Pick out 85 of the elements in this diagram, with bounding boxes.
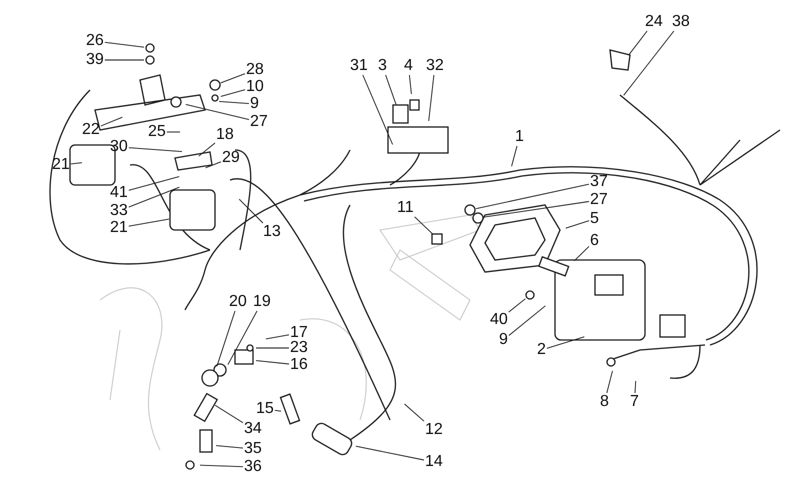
- callout-number: 41: [110, 185, 128, 201]
- leader-line: [256, 360, 290, 364]
- leader-line: [128, 186, 180, 208]
- callout-number: 8: [600, 394, 609, 410]
- leader-line: [220, 73, 246, 84]
- callout-number: 12: [425, 422, 443, 438]
- leader-line: [511, 146, 518, 167]
- callout-number: 17: [290, 325, 308, 341]
- callout-number: 5: [590, 211, 599, 227]
- leader-line: [414, 216, 434, 234]
- callout-number: 18: [216, 127, 234, 143]
- callout-number: 37: [590, 174, 608, 190]
- leader-line: [227, 310, 258, 366]
- leader-line: [220, 89, 246, 97]
- leader-line: [216, 445, 244, 449]
- callout-number: 19: [253, 294, 271, 310]
- leader-line: [238, 198, 264, 224]
- callout-number: 14: [425, 454, 443, 470]
- leader-line: [198, 142, 216, 157]
- callout-number: 24: [645, 14, 663, 30]
- callout-number: 15: [256, 401, 274, 417]
- callout-number: 3: [378, 58, 387, 74]
- leader-line: [508, 298, 526, 312]
- leader-line: [104, 42, 144, 48]
- callout-number: 25: [148, 124, 166, 140]
- leader-line: [628, 30, 648, 56]
- leader-line: [355, 446, 424, 460]
- leader-line: [565, 220, 590, 229]
- callout-number: 27: [250, 114, 268, 130]
- callout-number: 33: [110, 203, 128, 219]
- leader-line: [128, 176, 180, 191]
- callout-number: 35: [244, 441, 262, 457]
- callout-number: 30: [110, 139, 128, 155]
- leader-line: [200, 464, 244, 468]
- leader-line: [100, 116, 123, 126]
- callout-number: 23: [290, 340, 308, 356]
- leader-line: [205, 161, 222, 168]
- leader-line: [362, 74, 394, 145]
- callout-number: 4: [404, 58, 413, 74]
- leader-line: [274, 410, 282, 412]
- callout-number: 20: [229, 294, 247, 310]
- callout-number: 34: [244, 421, 262, 437]
- callout-number: 22: [82, 122, 100, 138]
- leader-line: [634, 380, 636, 394]
- leader-line: [574, 246, 590, 262]
- callout-number: 7: [630, 394, 639, 410]
- callout-number: 27: [590, 192, 608, 208]
- leader-line: [508, 305, 546, 336]
- callout-number: 38: [672, 14, 690, 30]
- leader-line: [216, 310, 236, 367]
- leader-line: [606, 370, 613, 394]
- callout-number: 6: [590, 233, 599, 249]
- leader-line: [623, 30, 674, 96]
- callout-number: 21: [110, 220, 128, 236]
- leader-line: [265, 334, 290, 340]
- leader-line: [483, 201, 590, 218]
- callout-number: 28: [246, 62, 264, 78]
- callout-number: 9: [250, 96, 259, 112]
- leader-line: [385, 74, 396, 105]
- callout-number: 11: [397, 200, 414, 216]
- leader-line: [185, 104, 250, 120]
- leader-line: [475, 184, 590, 210]
- leader-line: [70, 162, 82, 164]
- callout-number: 40: [490, 312, 508, 328]
- leader-line: [128, 218, 170, 227]
- callout-number: 2: [537, 342, 546, 358]
- callout-number: 26: [86, 33, 104, 49]
- callout-number: 31: [350, 58, 368, 74]
- leader-line: [546, 336, 585, 349]
- leader-line: [408, 74, 412, 94]
- leader-line: [428, 74, 434, 122]
- callout-number: 29: [222, 150, 240, 166]
- leader-line: [218, 100, 250, 104]
- callout-number: 32: [426, 58, 444, 74]
- callout-number: 13: [263, 224, 281, 240]
- leader-line: [404, 404, 424, 422]
- leader-line: [214, 404, 244, 424]
- callout-number: 16: [290, 357, 308, 373]
- callout-number: 21: [52, 157, 70, 173]
- callout-number: 9: [499, 332, 508, 348]
- leader-line: [128, 147, 182, 152]
- callout-number: 1: [515, 129, 524, 145]
- callout-number: 10: [246, 79, 264, 95]
- callout-number: 36: [244, 459, 262, 475]
- callout-number: 39: [86, 52, 104, 68]
